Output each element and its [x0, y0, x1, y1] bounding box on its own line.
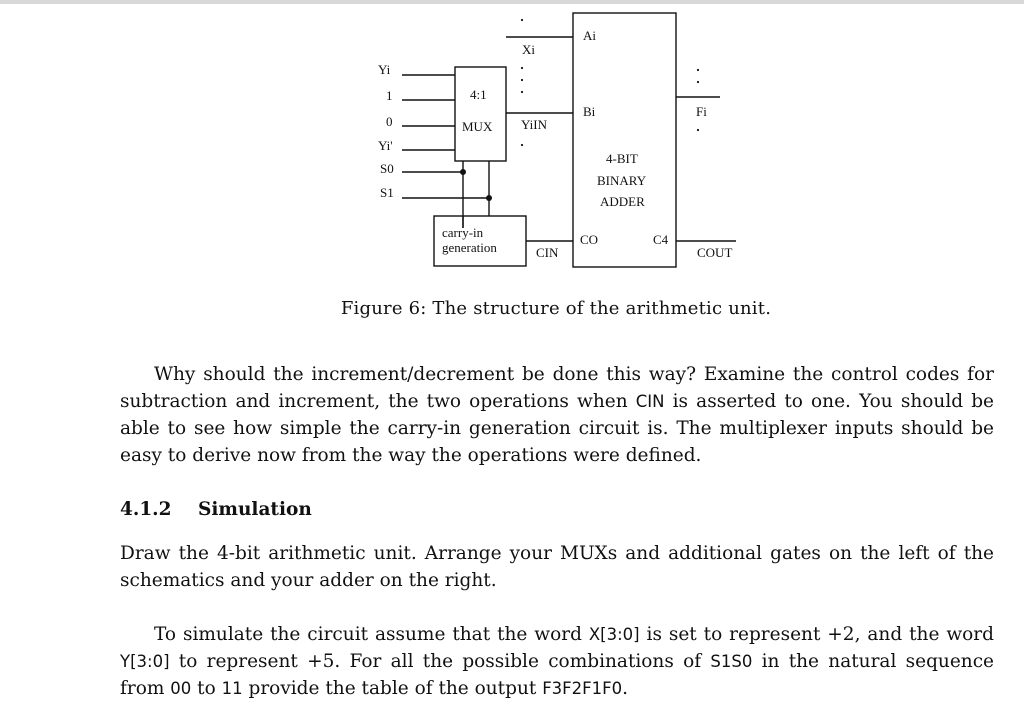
ellipsis-dot — [696, 80, 700, 84]
label-cout: COUT — [697, 245, 732, 260]
label-c4: C4 — [653, 232, 669, 247]
label-fi: Fi — [696, 104, 707, 119]
label-carry-2: generation — [442, 240, 497, 255]
label-adder-3: ADDER — [600, 194, 645, 209]
code-00: 00 — [170, 679, 192, 698]
ellipsis-dot — [520, 143, 524, 147]
label-cin: CIN — [536, 245, 559, 260]
label-yi: Yi — [378, 62, 391, 77]
arithmetic-unit-diagram: Yi 1 0 Yi' S0 S1 4:1 MUX Xi YiIN Ai Bi F… — [378, 12, 736, 268]
text-line: Why should the increment/decrement be do… — [154, 364, 994, 385]
paragraph-draw-unit: Draw the 4-bit arithmetic unit. Arrange … — [120, 540, 994, 594]
text-line: from 00 to 11 provide the table of the o… — [120, 675, 994, 702]
label-adder-1: 4-BIT — [606, 151, 638, 166]
label-yi-prime: Yi' — [378, 138, 393, 153]
text-span: from — [120, 678, 171, 699]
section-number: 4.1.2 — [120, 499, 172, 520]
ellipsis-dot — [696, 68, 700, 72]
text-span: in the natural sequence — [752, 651, 995, 672]
label-s0: S0 — [380, 161, 394, 176]
text-line: schematics and your adder on the right. — [120, 570, 497, 591]
text-line: able to see how simple the carry-in gene… — [120, 418, 994, 439]
label-bi: Bi — [583, 104, 596, 119]
text-span: provide the table of the output — [242, 678, 543, 699]
code-s1s0: S1S0 — [710, 652, 753, 671]
label-yiin: YiIN — [521, 117, 548, 132]
label-ai: Ai — [583, 28, 596, 43]
label-one: 1 — [386, 88, 393, 103]
junction-s1 — [486, 195, 492, 201]
code-11: 11 — [221, 679, 243, 698]
label-s1: S1 — [380, 185, 394, 200]
label-carry-1: carry-in — [442, 225, 484, 240]
text-span: subtraction and increment, the two opera… — [120, 391, 636, 412]
paragraph-increment-decrement: Why should the increment/decrement be do… — [120, 361, 994, 469]
code-output: F3F2F1F0 — [542, 679, 623, 698]
code-y: Y[3:0] — [120, 652, 170, 671]
section-heading: 4.1.2 Simulation — [120, 499, 312, 520]
code-x: X[3:0] — [588, 625, 640, 644]
text-span: To simulate the circuit assume that the … — [154, 624, 589, 645]
top-border — [0, 0, 1024, 4]
ellipsis-dot — [520, 90, 524, 94]
text-line: To simulate the circuit assume that the … — [120, 621, 994, 648]
text-line: easy to derive now from the way the oper… — [120, 445, 702, 466]
text-line: subtraction and increment, the two opera… — [120, 388, 994, 415]
text-line: Y[3:0] to represent +5. For all the poss… — [120, 648, 994, 675]
label-mux-top: 4:1 — [470, 87, 487, 102]
text-line: Draw the 4-bit arithmetic unit. Arrange … — [120, 543, 994, 564]
label-xi: Xi — [522, 42, 535, 57]
text-span: . — [622, 678, 629, 699]
figure-caption: Figure 6: The structure of the arithmeti… — [340, 298, 772, 319]
text-span: to — [191, 678, 222, 699]
paragraph-simulate: To simulate the circuit assume that the … — [120, 621, 994, 702]
text-span: is set to represent +2, and the word — [639, 624, 994, 645]
junction-s0 — [460, 169, 466, 175]
ellipsis-dot — [520, 18, 524, 22]
section-title: Simulation — [198, 499, 312, 520]
ellipsis-dot — [520, 66, 524, 70]
label-co: CO — [580, 232, 598, 247]
ellipsis-dot — [520, 78, 524, 82]
text-span: is asserted to one. You should be — [664, 391, 994, 412]
label-mux-bottom: MUX — [462, 119, 493, 134]
label-adder-2: BINARY — [597, 173, 647, 188]
mux-block — [454, 66, 507, 162]
ellipsis-dot — [696, 128, 700, 132]
adder-block — [572, 12, 677, 268]
label-zero: 0 — [386, 114, 393, 129]
text-span: to represent +5. For all the possible co… — [169, 651, 711, 672]
code-cin: CIN — [635, 392, 665, 411]
